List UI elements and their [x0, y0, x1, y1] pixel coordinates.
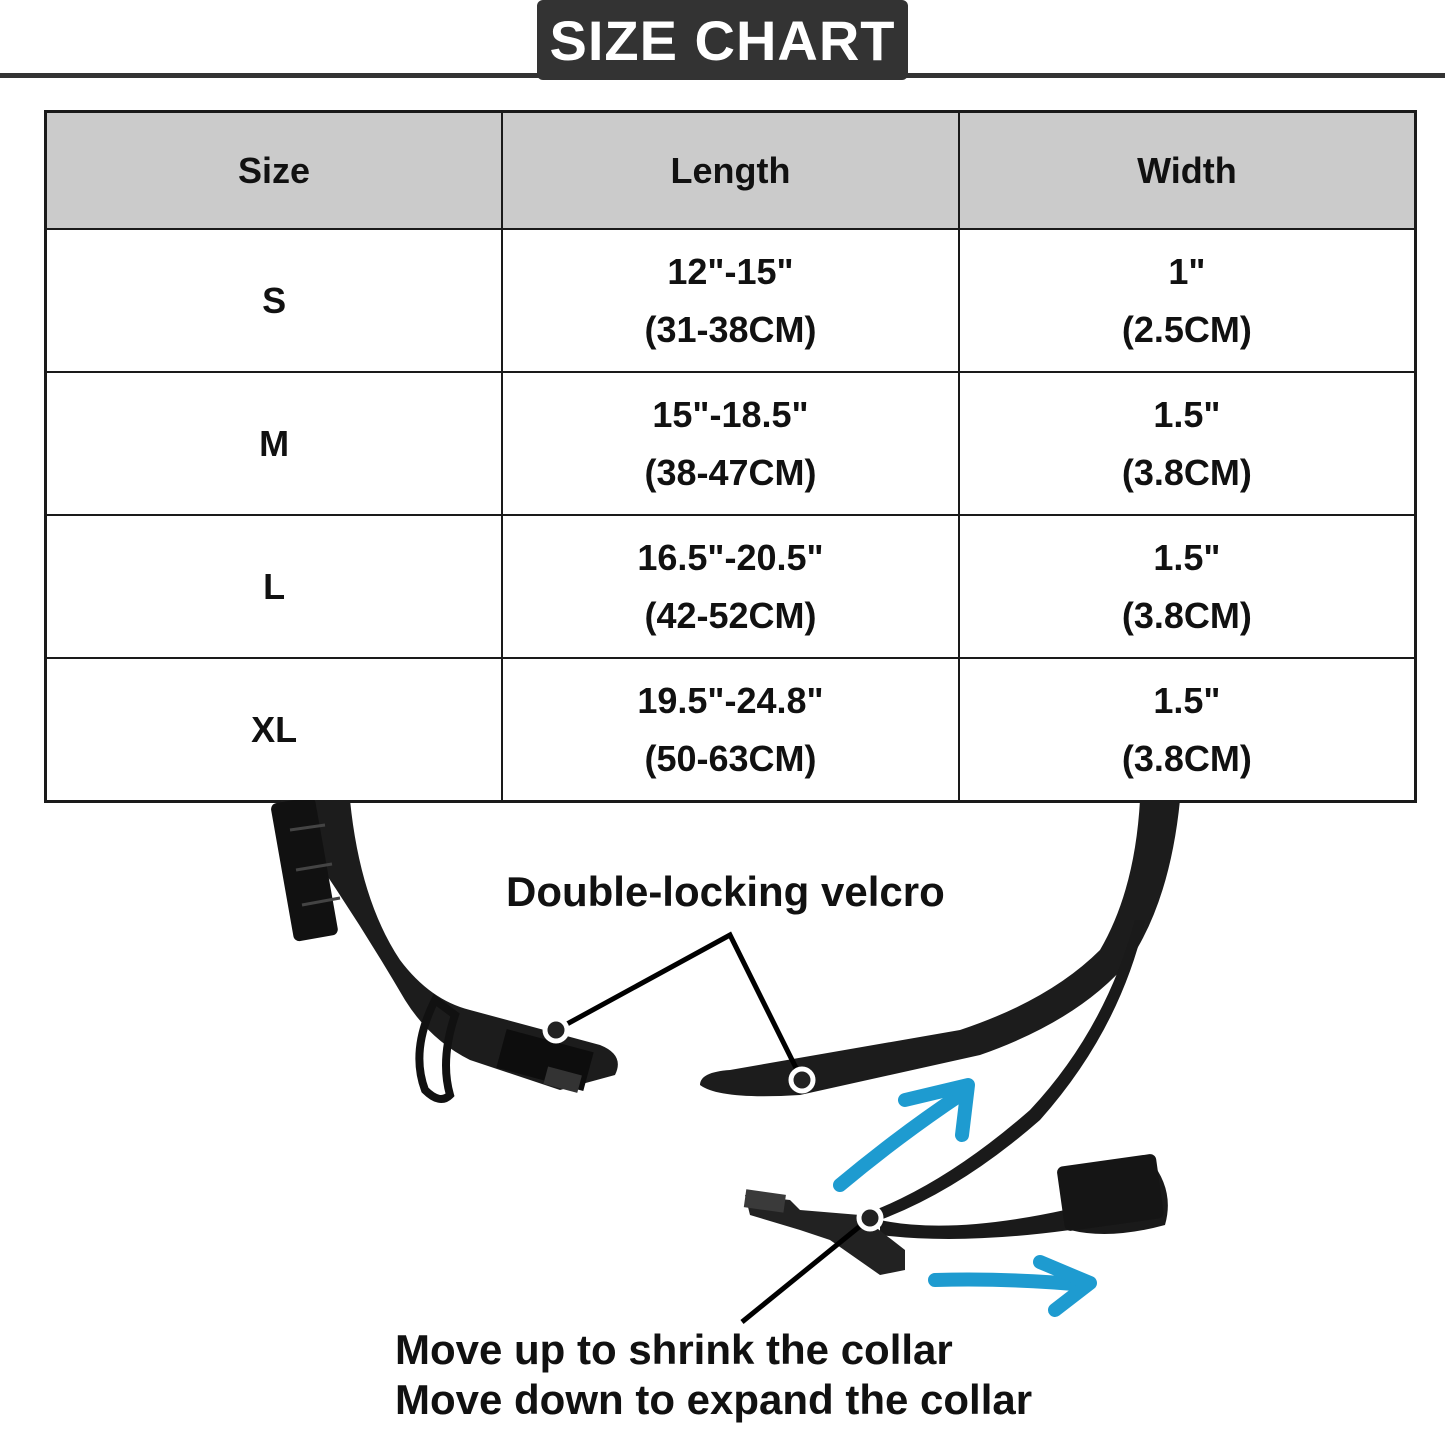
callout-lines-velcro [542, 931, 816, 1094]
table-row: XL 19.5"-24.8" (50-63CM) 1.5" (3.8CM) [44, 657, 1417, 803]
collar-right-strap-icon [700, 800, 1180, 1239]
callout-velcro-label: Double-locking velcro [506, 868, 945, 915]
callout-adjust-line1: Move up to shrink the collar [395, 1326, 953, 1373]
callout-adjust-label: Move up to shrink the collar Move down t… [395, 1325, 1032, 1425]
length-cell: 15"-18.5" (38-47CM) [501, 371, 960, 516]
length-inches: 12"-15" [667, 250, 794, 292]
table-row: L 16.5"-20.5" (42-52CM) 1.5" (3.8CM) [44, 514, 1417, 659]
length-inches: 19.5"-24.8" [637, 679, 824, 721]
arrow-up-right-icon [833, 1078, 975, 1192]
size-chart-table: Size Length Width S 12"-15" (31-38CM) 1"… [44, 110, 1417, 803]
callout-adjust-line2: Move down to expand the collar [395, 1376, 1033, 1423]
length-cell: 16.5"-20.5" (42-52CM) [501, 514, 960, 659]
width-cm: (3.8CM) [1121, 594, 1252, 636]
length-cell: 19.5"-24.8" (50-63CM) [501, 657, 960, 803]
width-inches: 1.5" [1153, 536, 1221, 578]
width-cell: 1.5" (3.8CM) [957, 371, 1417, 516]
collar-illustration [271, 800, 1180, 1324]
table-header-row: Size Length Width [44, 110, 1417, 230]
size-cell: S [44, 228, 504, 373]
size-cell: XL [44, 657, 504, 803]
size-cell: L [44, 514, 504, 659]
width-cell: 1.5" (3.8CM) [957, 514, 1417, 659]
length-cell: 12"-15" (31-38CM) [501, 228, 960, 373]
column-header-width: Width [957, 110, 1417, 230]
page-title: SIZE CHART [537, 0, 908, 80]
collar-left-strap-icon [271, 800, 618, 1103]
column-header-size: Size [44, 110, 504, 230]
callout-line-adjust [740, 1204, 884, 1324]
column-header-length: Length [501, 110, 960, 230]
length-cm: (50-63CM) [644, 737, 817, 779]
width-cell: 1" (2.5CM) [957, 228, 1417, 373]
size-cell: M [44, 371, 504, 516]
width-cm: (3.8CM) [1121, 451, 1252, 493]
length-cm: (42-52CM) [644, 594, 817, 636]
length-cm: (38-47CM) [644, 451, 817, 493]
length-inches: 15"-18.5" [652, 393, 809, 435]
width-cell: 1.5" (3.8CM) [957, 657, 1417, 803]
length-inches: 16.5"-20.5" [637, 536, 824, 578]
table-row: M 15"-18.5" (38-47CM) 1.5" (3.8CM) [44, 371, 1417, 516]
arrow-right-icon [928, 1255, 1097, 1317]
length-cm: (31-38CM) [644, 308, 817, 350]
slider-buckle-icon [743, 1189, 905, 1275]
width-inches: 1.5" [1153, 393, 1221, 435]
width-cm: (2.5CM) [1121, 308, 1252, 350]
width-inches: 1.5" [1153, 679, 1221, 721]
width-cm: (3.8CM) [1121, 737, 1252, 779]
table-row: S 12"-15" (31-38CM) 1" (2.5CM) [44, 228, 1417, 373]
width-inches: 1" [1168, 250, 1206, 292]
